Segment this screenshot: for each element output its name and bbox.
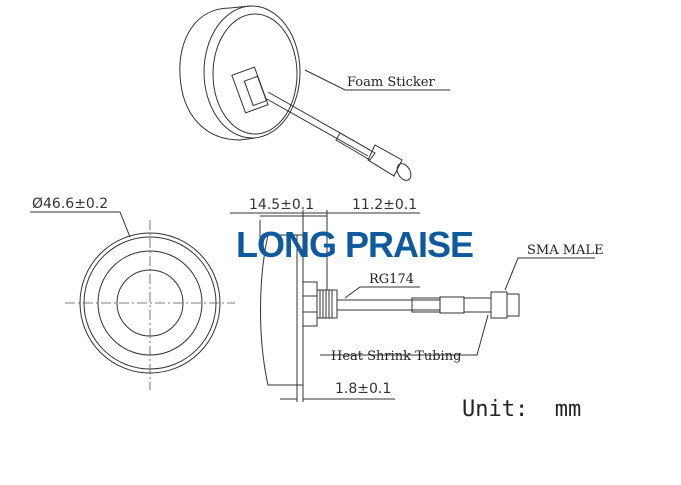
side-view: 14.5±0.1 11.2±0.1 1.8±0.1 RG174 SMA MALE… [230,197,604,402]
connector-label: SMA MALE [527,243,604,258]
plate-dimension: 1.8±0.1 [335,381,391,397]
diameter-dimension: Ø46.6±0.2 [32,196,108,212]
thread-dimension: 11.2±0.1 [352,197,417,213]
height-dimension: 14.5±0.1 [249,197,314,213]
perspective-view: Foam Sticker [179,5,450,181]
cable-label: RG174 [369,272,414,287]
unit-label: Unit: mm [462,397,581,422]
front-view: Ø46.6±0.2 [30,196,235,390]
watermark-logo: LONG PRAISE [236,224,473,265]
foam-sticker-label: Foam Sticker [347,75,435,90]
tubing-label: Heat Shrink Tubing [331,349,461,364]
